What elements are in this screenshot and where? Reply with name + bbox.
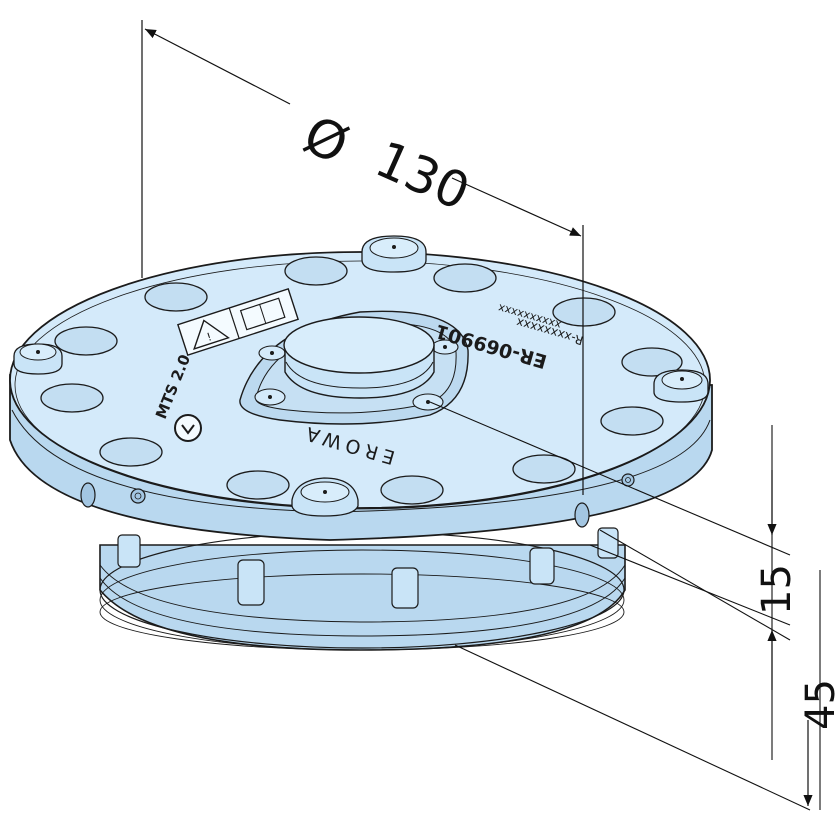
lower-height-value: 45 [798, 679, 840, 730]
svg-text:!: ! [205, 330, 213, 344]
upper-height-value: 15 [754, 564, 800, 615]
manual-book-icon [239, 297, 286, 331]
locating-pin [13, 343, 63, 375]
warning-label: ! [177, 287, 299, 357]
clamping-screw [258, 345, 286, 361]
top-pocket [380, 475, 444, 505]
erowa-logo-icon [174, 414, 202, 442]
clamping-pin [117, 534, 141, 568]
top-pocket [433, 263, 497, 293]
diameter-symbol: Ø [295, 105, 357, 176]
top-pocket [40, 383, 104, 413]
lower-spigot [99, 527, 626, 651]
locating-pin [291, 477, 359, 517]
top-pocket [284, 256, 348, 286]
clamping-pin [529, 547, 555, 585]
top-pocket [600, 406, 664, 436]
clamping-screw [412, 393, 444, 411]
top-pocket [512, 454, 576, 484]
side-bore [80, 482, 96, 508]
side-bore [574, 502, 590, 528]
top-pocket [621, 347, 683, 377]
top-pocket-ring [40, 256, 683, 505]
height-dimension: 15 45 [429, 401, 840, 811]
clamping-pin [597, 527, 619, 559]
top-pocket [226, 470, 290, 500]
locating-pin [361, 235, 427, 273]
clamping-pin [391, 567, 419, 609]
warning-triangle-icon [193, 319, 230, 350]
clamping-screw [254, 388, 286, 406]
center-spigot [283, 316, 435, 399]
top-pocket [144, 282, 208, 312]
top-pocket [99, 437, 163, 467]
clamping-pin [237, 559, 265, 606]
locating-pin [653, 369, 709, 403]
top-pocket [552, 297, 616, 327]
diameter-value: 130 [367, 130, 478, 222]
side-screw [130, 488, 146, 504]
top-pocket [54, 326, 118, 356]
